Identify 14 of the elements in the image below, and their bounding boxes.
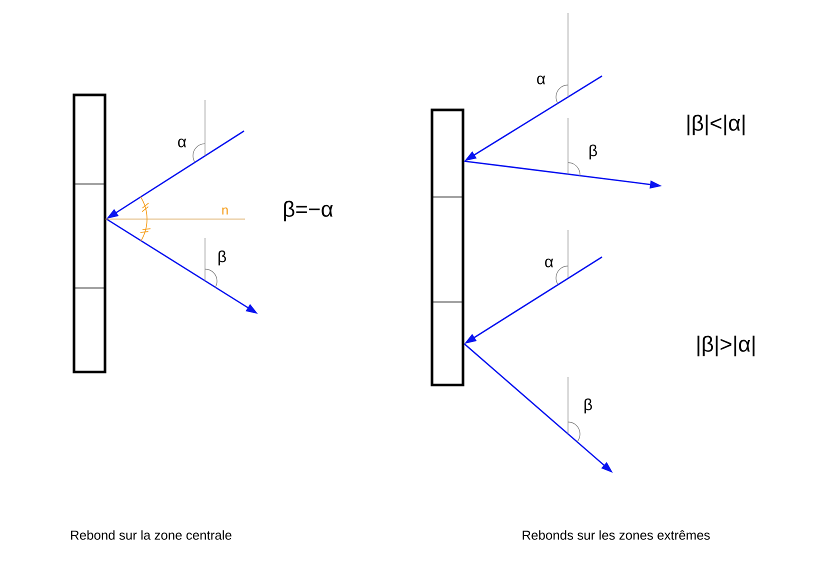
angle-label: β [218, 250, 226, 266]
angle-label: α [537, 76, 546, 84]
angle-label: β [590, 144, 597, 160]
paddle [72, 94, 106, 374]
caption: Rebond sur la zone centrale [71, 530, 232, 540]
angle-label: α [178, 138, 186, 148]
paddle [430, 108, 464, 386]
normal-label: n [222, 208, 228, 214]
angle-label: β [584, 398, 592, 414]
equation: β=−α [284, 200, 333, 222]
angle-label: α [545, 258, 554, 268]
caption: Rebonds sur les zones extrêmes [522, 530, 710, 540]
equation: |β|<|α| [688, 114, 744, 136]
equation: |β|>|α| [698, 336, 754, 356]
